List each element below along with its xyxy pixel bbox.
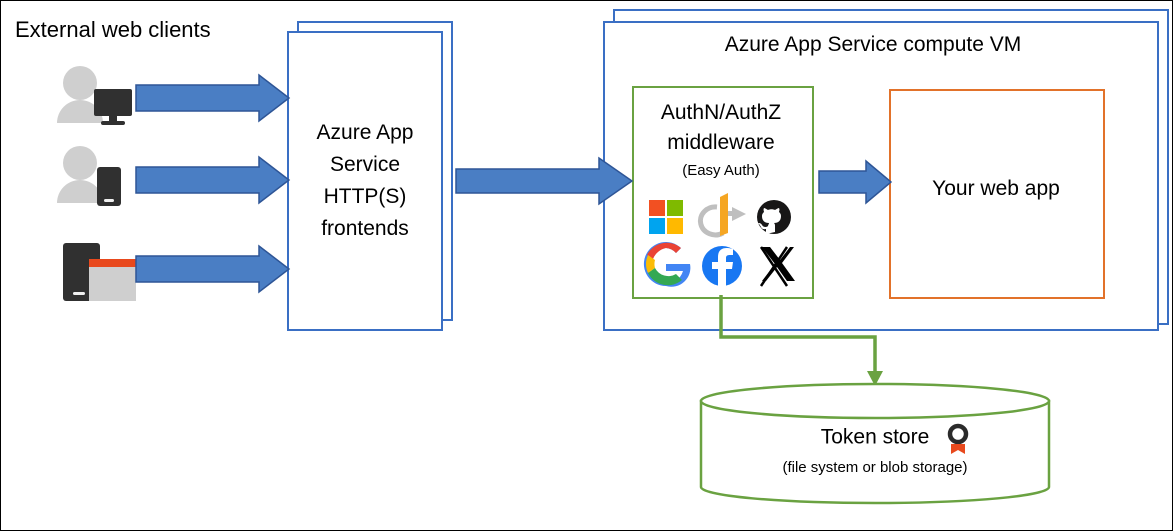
person-with-desktop-monitor-icon xyxy=(57,66,132,125)
middleware-title: AuthN/AuthZ middleware xyxy=(634,98,808,158)
connector-arrowhead-token-store xyxy=(867,371,883,386)
token-store-title-text: Token store xyxy=(820,425,930,449)
arrow-client-3-to-frontends xyxy=(135,244,291,294)
middleware-title-line-2: middleware xyxy=(667,131,775,154)
token-store-title: Token store xyxy=(701,425,1049,449)
your-web-app-box xyxy=(889,89,1105,299)
your-web-app-label: Your web app xyxy=(932,177,1060,200)
middleware-subtitle: (Easy Auth) xyxy=(682,162,760,179)
person-with-mobile-phone-icon xyxy=(57,146,121,206)
frontends-box xyxy=(287,31,443,331)
arrow-client-2-to-frontends xyxy=(135,155,291,205)
frontends-label: Azure App Service HTTP(S) frontends xyxy=(287,117,443,245)
frontends-label-line-1: Azure App xyxy=(316,121,414,144)
frontends-label-line-3: HTTP(S) xyxy=(323,185,407,208)
token-store-subtitle: (file system or blob storage) xyxy=(782,459,968,476)
tablet-and-browser-window-icon xyxy=(63,243,136,301)
middleware-title-line-1: AuthN/AuthZ xyxy=(660,101,782,124)
compute-vm-label: Azure App Service compute VM xyxy=(724,33,1022,56)
frontends-label-line-4: frontends xyxy=(321,217,409,240)
external-web-clients-label: External web clients xyxy=(15,17,211,42)
arrow-client-1-to-frontends xyxy=(135,73,291,123)
frontends-label-line-2: Service xyxy=(329,153,401,176)
